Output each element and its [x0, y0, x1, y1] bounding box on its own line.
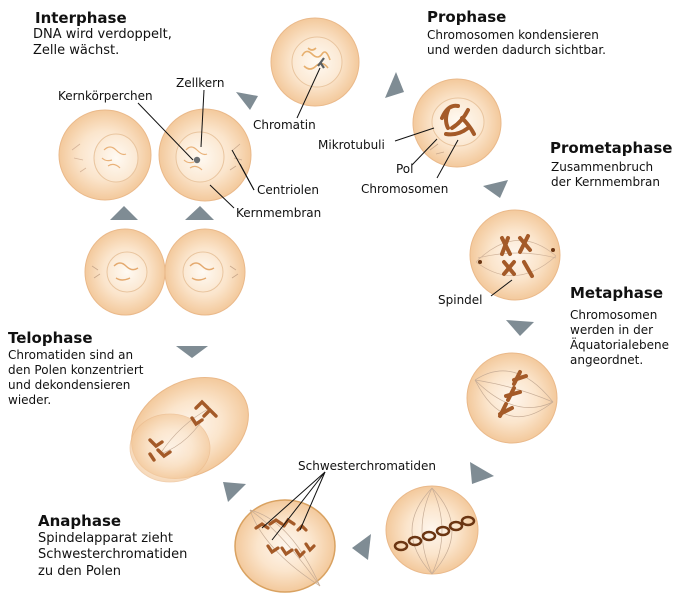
label-centriolen: Centriolen	[257, 183, 320, 197]
cycle-arrows	[110, 72, 534, 560]
anaphase-description: Spindelapparat zieht Schwesterchromatide…	[38, 531, 188, 579]
arrow-prophase-to-prometaphase	[483, 180, 508, 198]
arrow-telophase-up	[176, 346, 208, 358]
metaphase-title: Metaphase	[570, 284, 664, 302]
label-mikrotubuli: Mikrotubuli	[318, 138, 385, 152]
arrow-interphase-to-prophase	[236, 92, 258, 110]
label-kernkoerperchen: Kernkörperchen	[58, 89, 153, 103]
label-zellkern: Zellkern	[176, 76, 225, 90]
leader-lines	[137, 67, 513, 541]
label-schwesterchromatiden: Schwesterchromatiden	[298, 459, 436, 473]
prophase-title: Prophase	[427, 8, 507, 26]
interphase-description: DNA wird verdoppelt, Zelle wächst.	[33, 27, 172, 59]
prometaphase-description: Zusammenbruch der Kernmembran	[551, 160, 661, 189]
telophase-cell	[129, 377, 249, 483]
arrow-to-interphase-left	[110, 206, 138, 220]
arrow-early-to-prophase	[385, 72, 404, 98]
interphase-title: Interphase	[35, 9, 127, 27]
early-prophase-cell	[270, 17, 360, 107]
interphase-cell-labeled	[158, 108, 252, 202]
label-chromatin: Chromatin	[253, 118, 316, 132]
label-spindel: Spindel	[438, 293, 483, 307]
early-anaphase-cell	[385, 485, 479, 575]
prophase-description: Chromosomen kondensieren und werden dadu…	[427, 28, 606, 57]
label-pol: Pol	[396, 162, 414, 176]
anaphase-cell	[234, 499, 336, 593]
prometaphase-cell	[469, 209, 561, 301]
label-kernmembran: Kernmembran	[236, 206, 322, 220]
late-telophase-daughter-cells	[84, 228, 246, 316]
arrow-anaphase-to-telophase	[223, 482, 246, 502]
telophase-title: Telophase	[8, 329, 93, 347]
prophase-cell	[412, 78, 502, 168]
telophase-description: Chromatiden sind an den Polen konzentrie…	[8, 348, 144, 407]
label-chromosomen: Chromosomen	[361, 182, 449, 196]
metaphase-description: Chromosomen werden in der Äquatorialeben…	[570, 308, 669, 367]
arrow-metaphase-to-anaphase	[470, 462, 494, 484]
prometaphase-title: Prometaphase	[550, 139, 673, 157]
arrow-to-interphase-right	[185, 206, 214, 220]
interphase-cell-plain	[58, 109, 152, 201]
metaphase-cell	[466, 352, 558, 444]
anaphase-title: Anaphase	[38, 512, 122, 530]
arrow-prometaphase-to-metaphase	[506, 320, 534, 336]
arrow-early-anaphase-to-anaphase	[352, 534, 371, 560]
